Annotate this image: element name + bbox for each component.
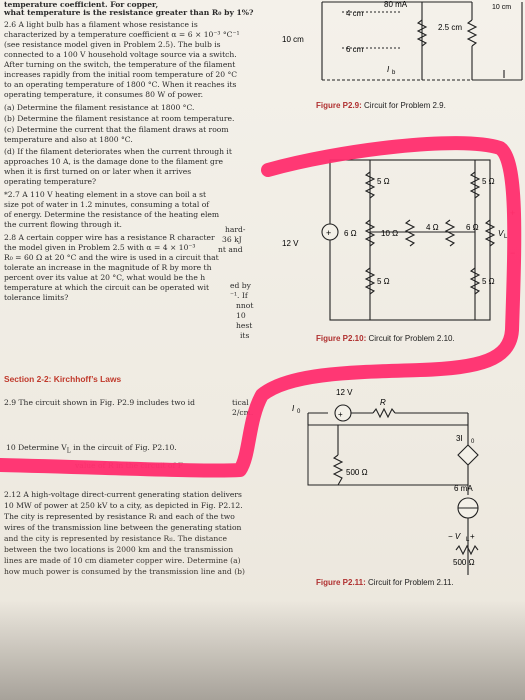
fig210-label-vl: V: [498, 229, 504, 238]
left-column-line: 2.8 A certain copper wire has a resistan…: [4, 233, 215, 242]
left-column-line: the current flowing through it.: [4, 220, 122, 229]
fig29-label-h1: 10 cm: [282, 35, 304, 44]
fragment-hest: hest: [236, 321, 253, 330]
left-column-line: After turning on the switch, the tempera…: [4, 60, 236, 69]
fragment-kj: 36 kJ: [222, 235, 242, 244]
figure-p2-10-circuit: + 12 V 5 Ω 5 Ω 6 Ω 10 Ω 4 Ω 6 Ω 5 Ω 5 Ω …: [282, 159, 515, 321]
problem-2-10: 10 Determine VL in the circuit of Fig. P…: [6, 443, 177, 455]
fig210-plus-sign: +: [326, 228, 331, 238]
figure-p2-9-caption: Figure P2.9: Circuit for Problem 2.9.: [316, 101, 446, 110]
fig210-label-r2: 5 Ω: [482, 177, 495, 186]
left-column-line: to an operating temperature of 1800 °C. …: [4, 80, 237, 89]
problem-2-12-line: 2.12 A high-voltage direct-current gener…: [4, 490, 242, 499]
fig211-label-r500b: 500 Ω: [453, 558, 475, 567]
fig210-label-r3: 6 Ω: [344, 229, 357, 238]
left-column-line: increases rapidly from the initial room …: [4, 70, 238, 79]
left-column-line: tolerate an increase in the magnitude of…: [4, 263, 212, 272]
figure-p2-10-caption: Figure P2.10: Circuit for Problem 2.10.: [316, 334, 455, 343]
left-column-line: the model given in Problem 2.5 with α = …: [4, 243, 196, 252]
left-column-line: tolerance limits?: [4, 293, 69, 302]
fragment-hard: hard-: [225, 225, 246, 234]
fig211-label-vl-sub: L: [466, 537, 470, 543]
problem-2-12-line: 10 MW of power at 250 kV to a city, as d…: [4, 501, 243, 510]
fig211-label-dep: 3I: [456, 434, 463, 443]
fig29-label-ib: I: [387, 65, 390, 74]
fig210-label-r1: 5 Ω: [377, 177, 390, 186]
section-title: Section 2-2: Kirchhoff’s Laws: [4, 374, 122, 384]
problem-2-12-line: The city is represented by resistance Rₗ…: [4, 512, 235, 521]
problem-2-9: 2.9 The circuit shown in Fig. P2.9 inclu…: [4, 398, 195, 407]
left-column-line: *2.7 A 110 V heating element in a stove …: [4, 190, 207, 199]
left-column-line: (a) Determine the filament resistance at…: [4, 103, 195, 112]
fig211-label-cs: 6 mA: [454, 484, 473, 493]
fig210-label-r7: 5 Ω: [377, 277, 390, 286]
fig210-label-vl-sub: L: [504, 234, 508, 240]
fragment-cannot: nnot: [236, 301, 254, 310]
left-column-line: (c) Determine the current that the filam…: [4, 125, 229, 134]
fig29-label-top-current: 80 mA: [384, 0, 408, 9]
fragment-c1: ⁻¹. If: [230, 291, 248, 300]
problem-2-12-line: between the two locations is 2000 km and…: [4, 545, 234, 554]
left-column-line: 2.6 A light bulb has a filament whose re…: [4, 20, 198, 29]
left-column-line: approaches 10 A, is the damage done to t…: [4, 157, 223, 166]
fig29-label-w1: 4 cm: [346, 9, 364, 18]
fig211-label-vl-plus: +: [470, 532, 475, 541]
left-column-line: of energy. Determine the resistance of t…: [4, 210, 220, 219]
fig29-label-w2: 6 cm: [346, 45, 364, 54]
fig210-label-r8: 5 Ω: [482, 277, 495, 286]
fig211-label-i0-sub: 0: [297, 409, 301, 415]
figure-p2-11-circuit: 12 V + R I 0 3I 0 500 Ω 6 mA − V L + 500…: [292, 388, 479, 575]
fig211-label-src: 12 V: [336, 388, 353, 397]
problem-2-12-line: lines are made of 10 cm diameter copper …: [4, 556, 241, 565]
fig211-label-dep-sub: 0: [471, 439, 475, 445]
figure-p2-11-caption: Figure P2.11: Circuit for Problem 2.11.: [316, 578, 454, 587]
fig210-label-source: 12 V: [282, 239, 299, 248]
left-column-line: connected to a 100 V household voltage s…: [4, 50, 237, 59]
fig211-src-plus: +: [338, 410, 343, 419]
left-column-line: characterized by a temperature coefficie…: [4, 30, 240, 39]
left-column-line: size pot of water in 1.2 minutes, consum…: [4, 200, 210, 209]
left-column-line: temperature coefficient. For copper,: [4, 0, 159, 9]
problem-2-12-line: wires of the transmission line between t…: [4, 523, 242, 532]
left-column-line: R₀ = 60 Ω at 20 °C and the wire is used …: [4, 253, 219, 262]
fig211-label-i0: I: [292, 404, 295, 413]
left-column-line: (see resistance model given in Problem 2…: [4, 40, 221, 49]
problem-2-12-line: how much power is consumed by the transm…: [4, 567, 245, 576]
left-column-line: operating temperature, it consumes 80 W …: [4, 90, 204, 99]
left-column-line: percent over its value at 20 °C, what wo…: [4, 273, 206, 282]
fig211-label-r500a: 500 Ω: [346, 468, 368, 477]
fig210-label-r4: 10 Ω: [381, 229, 398, 238]
left-column-line: (b) Determine the filament resistance at…: [4, 114, 235, 123]
fig29-label-corner: 10 cm: [492, 4, 511, 11]
fig211-label-vl: − V: [448, 532, 461, 541]
fig29-label-ib-sub: b: [392, 70, 396, 76]
fig29-label-w3: 2.5 cm: [438, 23, 462, 32]
problem-2-9-tail2: 2/cm.: [232, 408, 254, 417]
fragment-and: nt and: [218, 245, 243, 254]
fig210-label-r6: 6 Ω: [466, 223, 479, 232]
left-column-line: temperature and also at 1800 °C.: [4, 135, 133, 144]
problem-2-12-line: and the city is represented by resistanc…: [4, 534, 227, 543]
fragment-ed-by: ed by: [230, 281, 251, 290]
fig210-label-r5: 4 Ω: [426, 223, 439, 232]
page-shadow: [0, 600, 525, 700]
figure-p2-9-circuit: 4 cm 10 cm 6 cm 2.5 cm 80 mA I b 10 cm: [282, 0, 523, 81]
fragment-ten: 10: [236, 311, 246, 320]
left-column-line: what temperature is the resistance great…: [4, 8, 254, 17]
problem-2-9-tail: tical: [232, 398, 249, 407]
fragment-its: its: [240, 331, 250, 340]
left-column-line: temperature at which the circuit can be …: [4, 283, 210, 292]
left-column-line: when it is first turned on or later when…: [4, 167, 192, 176]
left-column-line: operating temperature?: [4, 177, 97, 186]
left-column-line: (d) If the filament deteriorates when th…: [4, 147, 232, 156]
fig211-label-r: R: [380, 398, 386, 407]
